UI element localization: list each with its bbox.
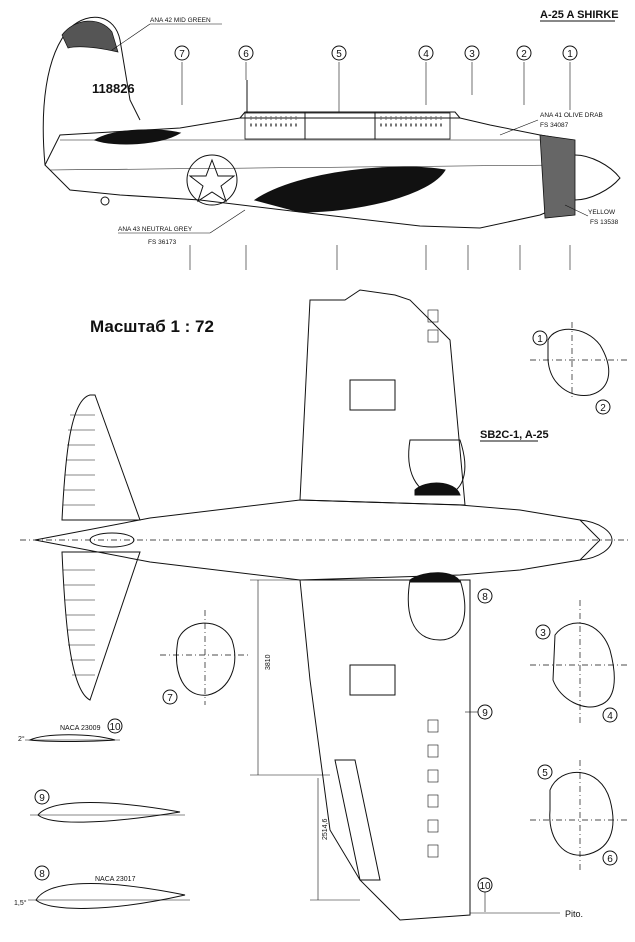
airfoil-9-number: 9 <box>39 793 45 804</box>
callout-yellow-fs: FS 13538 <box>590 219 619 226</box>
station-lines <box>181 62 571 270</box>
callout-yellow: YELLOW <box>588 209 616 216</box>
section-marker-4: 4 <box>423 49 429 60</box>
tail-dark-band <box>93 129 182 145</box>
plan-marker-10: 10 <box>479 881 491 892</box>
dimension-2514: 2514,6 <box>322 818 329 840</box>
serial-number: 118826 <box>92 81 135 96</box>
section-view-6: 6 <box>607 854 613 865</box>
aileron-lower <box>334 759 381 881</box>
wing-upper-outline <box>299 289 466 506</box>
wing-dark-panel <box>253 166 446 213</box>
callout-olive-drab-fs: FS 34087 <box>540 122 569 129</box>
side-view: 118826 7 6 5 4 3 2 <box>42 16 621 270</box>
airfoil-8-number: 8 <box>39 869 45 880</box>
section-marker-5: 5 <box>336 49 342 60</box>
airfoil-10-angle: 2° <box>18 735 25 743</box>
airfoil-8-angle: 1,5° <box>14 899 27 907</box>
section-view-3: 3 <box>540 628 546 639</box>
wing-panel-lower <box>349 664 396 696</box>
propeller-spinner <box>574 154 621 201</box>
star-icon <box>188 158 236 203</box>
callout-neutral-grey-fs: FS 36173 <box>148 239 177 246</box>
wing-lower-outline <box>299 579 471 921</box>
section-marker-6: 6 <box>243 49 249 60</box>
canopy-panels <box>244 112 451 140</box>
plan-markers: 8 9 10 Pito. <box>465 588 583 919</box>
section-7-outline <box>176 622 236 696</box>
section-3-4-outline <box>552 622 615 708</box>
stabilizer-lower <box>61 551 141 701</box>
mid-green-tail-tip <box>61 20 119 53</box>
wheel-upper <box>414 482 461 496</box>
scale-label: Масштаб 1 : 72 <box>90 317 214 336</box>
section-marker-3: 3 <box>469 49 475 60</box>
section-view-7: 7 <box>167 693 173 704</box>
plan-marker-9: 9 <box>482 708 488 719</box>
wheel-lower <box>409 572 461 583</box>
section-view-5: 5 <box>542 768 548 779</box>
pitot-label: Pito. <box>565 909 583 919</box>
airfoil-8-profile <box>35 883 186 909</box>
yellow-cowling <box>539 134 576 219</box>
access-panels <box>427 309 439 858</box>
airfoil-10-number: 10 <box>109 722 121 733</box>
stabilizer-upper <box>61 394 141 521</box>
section-5-6-outline <box>549 771 614 856</box>
airfoil-10-label: NACA 23009 <box>60 725 101 732</box>
callout-mid-green: ANA 42 MID GREEN <box>150 17 211 24</box>
cross-sections: 1 2 3 4 5 6 7 <box>160 322 628 870</box>
section-view-2: 2 <box>600 403 606 414</box>
airfoil-9-profile <box>37 802 181 823</box>
section-1-2-outline <box>547 328 610 396</box>
plan-view <box>20 289 630 921</box>
variant-label: SB2C-1, A-25 <box>480 429 549 441</box>
plan-marker-8: 8 <box>482 592 488 603</box>
section-marker-7: 7 <box>179 49 185 60</box>
section-view-4: 4 <box>607 711 613 722</box>
callout-olive-drab: ANA 41 OLIVE DRAB <box>540 112 603 119</box>
drawing-title: A-25 A SHIRKE <box>540 9 619 21</box>
airfoils: NACA 23009 10 2° 9 8 NACA 23017 1,5° <box>14 718 190 909</box>
star-insignia <box>186 154 238 206</box>
section-view-1: 1 <box>537 334 543 345</box>
airfoil-8-label: NACA 23017 <box>95 876 136 883</box>
dimension-lines: 3810 2514,6 <box>250 579 360 901</box>
section-markers: 7 6 5 4 3 2 1 <box>174 45 578 61</box>
tail-wheel <box>100 196 110 206</box>
airfoil-10-profile <box>28 734 116 742</box>
dimension-3810: 3810 <box>265 654 272 670</box>
plan-spinner <box>579 519 613 561</box>
section-marker-2: 2 <box>521 49 527 60</box>
canopy-frame <box>239 111 461 119</box>
callout-neutral-grey: ANA 43 NEUTRAL GREY <box>118 226 193 233</box>
fuselage-line <box>49 164 561 171</box>
wing-panel-upper <box>349 379 396 411</box>
section-marker-1: 1 <box>567 49 573 60</box>
wheel-well-lower <box>407 579 466 641</box>
elevator-ribs <box>63 414 95 676</box>
